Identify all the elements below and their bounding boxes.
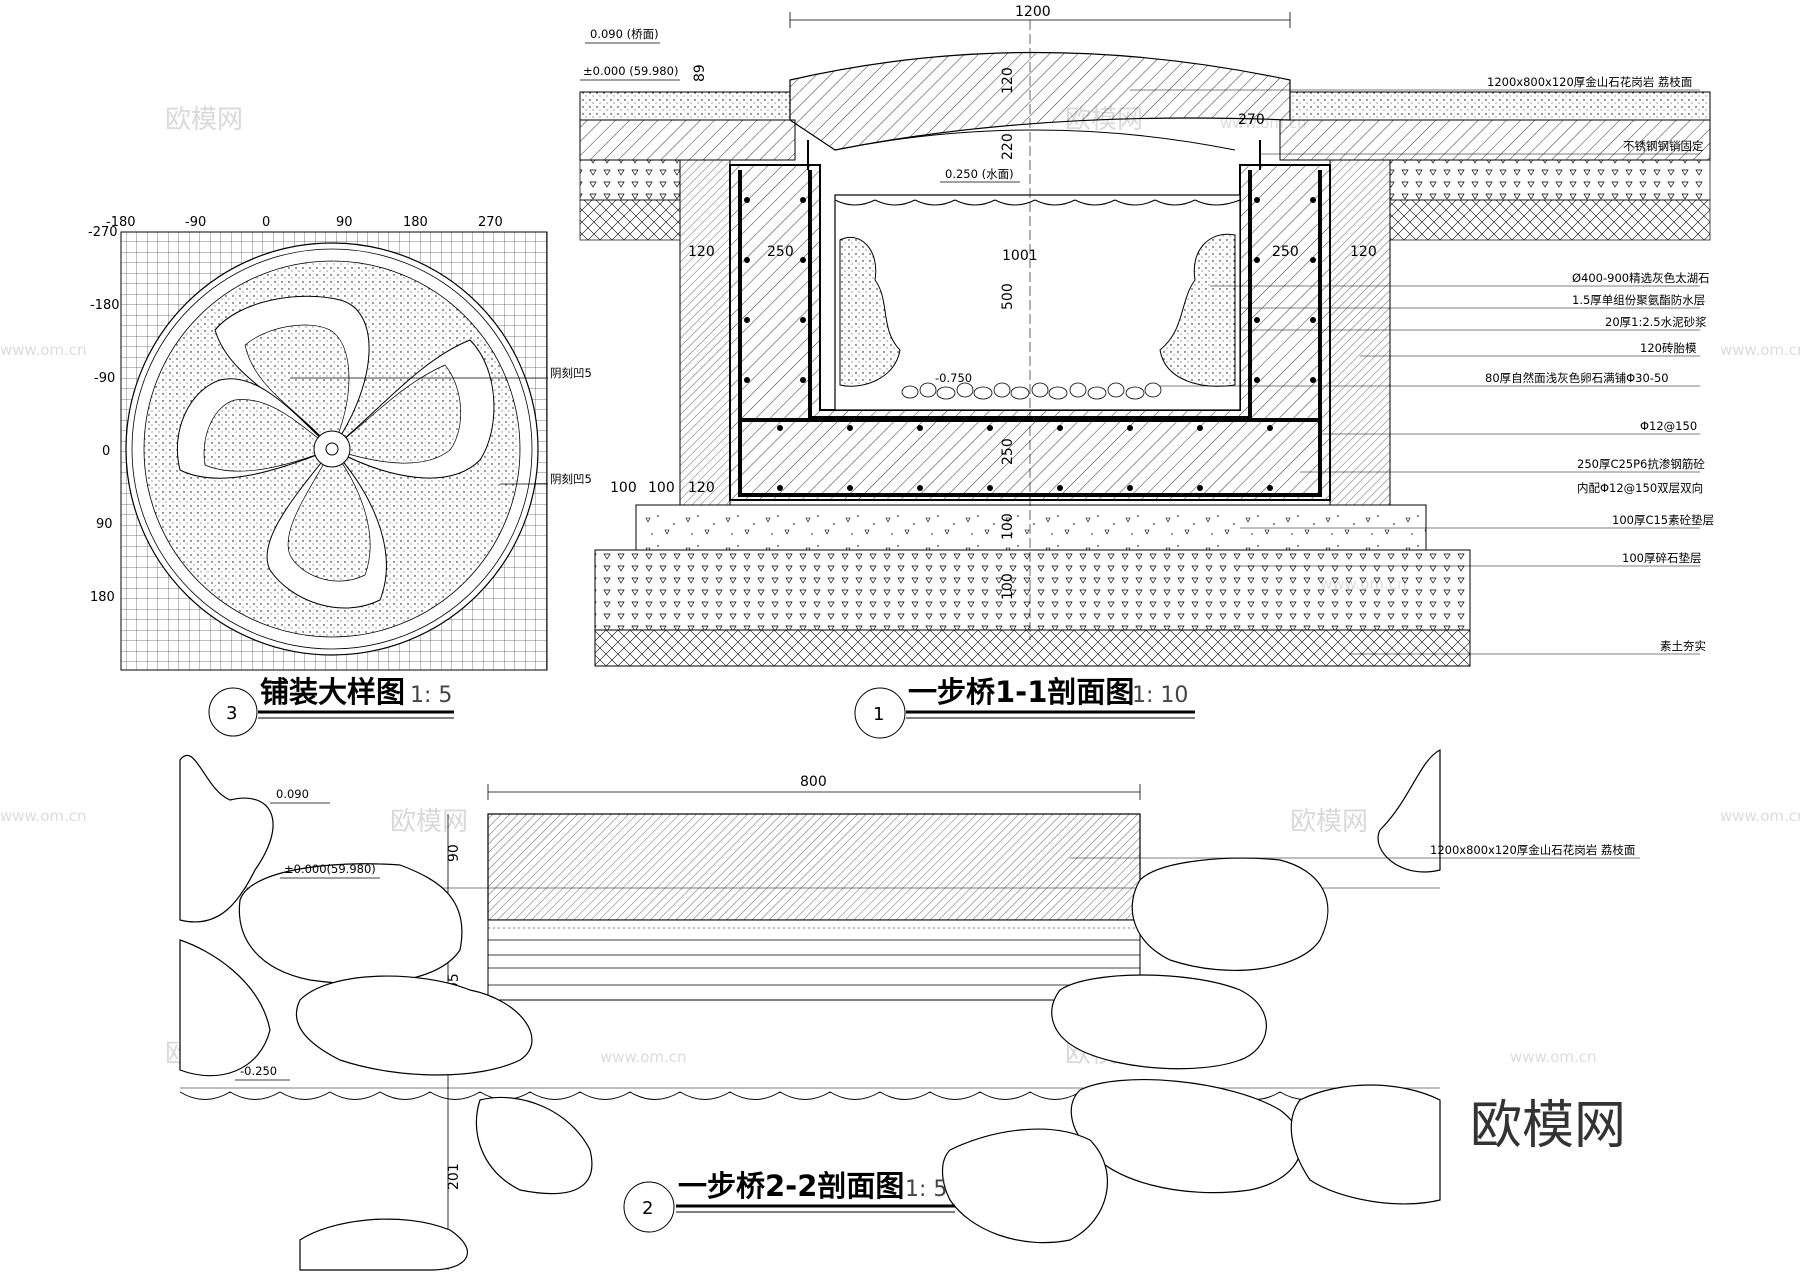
dim-100v: 100 xyxy=(1000,513,1016,540)
rocks-right xyxy=(941,749,1441,1244)
dim-b120: 120 xyxy=(688,480,715,496)
callout-2: Ø400-900精选灰色太湖石 xyxy=(1572,271,1710,285)
sec3-number: 3 xyxy=(226,703,237,724)
sec1-scale: 1: 10 xyxy=(1132,683,1188,708)
callout-7: Φ12@150 xyxy=(1640,419,1697,433)
y-tick-5: 180 xyxy=(90,590,115,605)
dim-90: 90 xyxy=(446,844,462,862)
x-tick-2: 0 xyxy=(262,215,270,230)
x-tick-0: -180 xyxy=(106,215,136,230)
callout2: 1200x800x120厚金山石花岗岩 荔枝面 xyxy=(1430,843,1635,857)
dim-1200: 1200 xyxy=(1015,4,1051,20)
paving-label-1: 阴刻凹5 xyxy=(550,366,592,380)
paving-label-2: 阴刻凹5 xyxy=(550,472,592,486)
dim-89: 89 xyxy=(692,64,708,82)
watermark-big: 欧模网 xyxy=(1470,1096,1626,1156)
y-tick-3: 0 xyxy=(102,444,110,459)
x-tick-3: 90 xyxy=(336,215,353,230)
callouts-1-1: 1200x800x120厚金山石花岗岩 荔枝面 不锈钢钢销固定 Ø400-900… xyxy=(1130,75,1714,655)
sec3-title: 铺装大样图 xyxy=(260,675,405,709)
dim-500: 500 xyxy=(1000,283,1016,310)
watermark-url-3: www.om.cn xyxy=(1720,341,1800,359)
y-tick-1: -180 xyxy=(90,298,120,313)
paving-x-ticks: -180 -90 0 90 180 270 xyxy=(106,215,503,230)
x-tick-4: 180 xyxy=(403,215,428,230)
dim-left120: 120 xyxy=(688,244,715,260)
paving-y-ticks: -270 -180 -90 0 90 180 xyxy=(88,225,120,605)
level-bridge: 0.090 (桥面) xyxy=(590,27,659,41)
sec2-number: 2 xyxy=(642,1198,653,1219)
dim-100a: 100 xyxy=(610,480,637,496)
rocks-left xyxy=(179,754,593,1271)
callout-6: 80厚自然面浅灰色卵石满铺Φ30-50 xyxy=(1485,371,1669,385)
paving-detail: -180 -90 0 90 180 270 -270 -180 -90 0 90… xyxy=(88,215,592,737)
rebar-dots xyxy=(744,197,1316,491)
watermark-url-5: www.om.cn xyxy=(0,807,87,825)
level-bottom: -0.750 xyxy=(935,371,972,385)
level2-top: 0.090 xyxy=(276,787,309,801)
dim-left250: 250 xyxy=(767,244,794,260)
sec3-scale: 1: 5 xyxy=(410,683,452,708)
watermark-cn-4: 欧模网 xyxy=(1290,807,1368,837)
watermark-url-2: www.om.cn xyxy=(0,341,87,359)
sec2-title: 一步桥2-2剖面图 xyxy=(678,1169,904,1203)
dim-120: 120 xyxy=(1000,67,1016,94)
section-1-1: 1200 1001 120 250 250 120 100 100 120 89… xyxy=(579,4,1714,739)
sec1-title: 一步桥1-1剖面图 xyxy=(908,675,1134,709)
level-ground: ±0.000 (59.980) xyxy=(583,64,678,78)
callout-9: 内配Φ12@150双层双向 xyxy=(1577,481,1703,495)
dim-250: 250 xyxy=(1000,438,1016,465)
callout-1: 不锈钢钢销固定 xyxy=(1623,139,1704,153)
dim-270: 270 xyxy=(1238,112,1265,128)
dim-right120: 120 xyxy=(1350,244,1377,260)
y-tick-2: -90 xyxy=(94,371,115,386)
x-tick-5: 270 xyxy=(478,215,503,230)
dim-800: 800 xyxy=(800,774,827,790)
callout-4: 20厚1:2.5水泥砂浆 xyxy=(1605,315,1707,329)
watermark-url-6: www.om.cn xyxy=(1720,807,1800,825)
section-2-2: 800 90 105 540 201 0.090 ±0.000(59.980) xyxy=(179,749,1640,1271)
dim-1001: 1001 xyxy=(1002,248,1038,264)
callout-12: 素土夯实 xyxy=(1660,639,1706,653)
callout-0: 1200x800x120厚金山石花岗岩 荔枝面 xyxy=(1487,75,1692,89)
level2-water: -0.250 xyxy=(240,1064,277,1078)
dim-right250: 250 xyxy=(1272,244,1299,260)
dim-100b: 100 xyxy=(648,480,675,496)
x-tick-1: -90 xyxy=(185,215,206,230)
watermark-cn-1: 欧模网 xyxy=(165,105,243,135)
dim-100v2: 100 xyxy=(1000,573,1016,600)
dim-220: 220 xyxy=(1000,133,1016,160)
callout-5: 120砖胎模 xyxy=(1640,341,1697,355)
pebbles xyxy=(901,382,1162,400)
callout-11: 100厚碎石垫层 xyxy=(1622,551,1701,565)
level2-ground: ±0.000(59.980) xyxy=(284,862,376,876)
level-water: 0.250 (水面) xyxy=(945,167,1014,181)
watermark-url-8: www.om.cn xyxy=(1510,1048,1597,1066)
sec2-scale: 1: 5 xyxy=(905,1177,947,1202)
y-tick-4: 90 xyxy=(96,517,113,532)
flower-pattern-inner xyxy=(203,324,461,582)
callout-3: 1.5厚单组份聚氨酯防水层 xyxy=(1572,293,1705,307)
watermark-url-7: www.om.cn xyxy=(600,1048,687,1066)
sec1-number: 1 xyxy=(873,704,884,725)
watermark-cn-3: 欧模网 xyxy=(390,807,468,837)
callout-8: 250厚C25P6抗渗钢筋砼 xyxy=(1577,457,1705,471)
callout-10: 100厚C15素砼垫层 xyxy=(1612,513,1714,527)
dim-201: 201 xyxy=(446,1163,462,1190)
y-tick-0: -270 xyxy=(88,225,118,240)
